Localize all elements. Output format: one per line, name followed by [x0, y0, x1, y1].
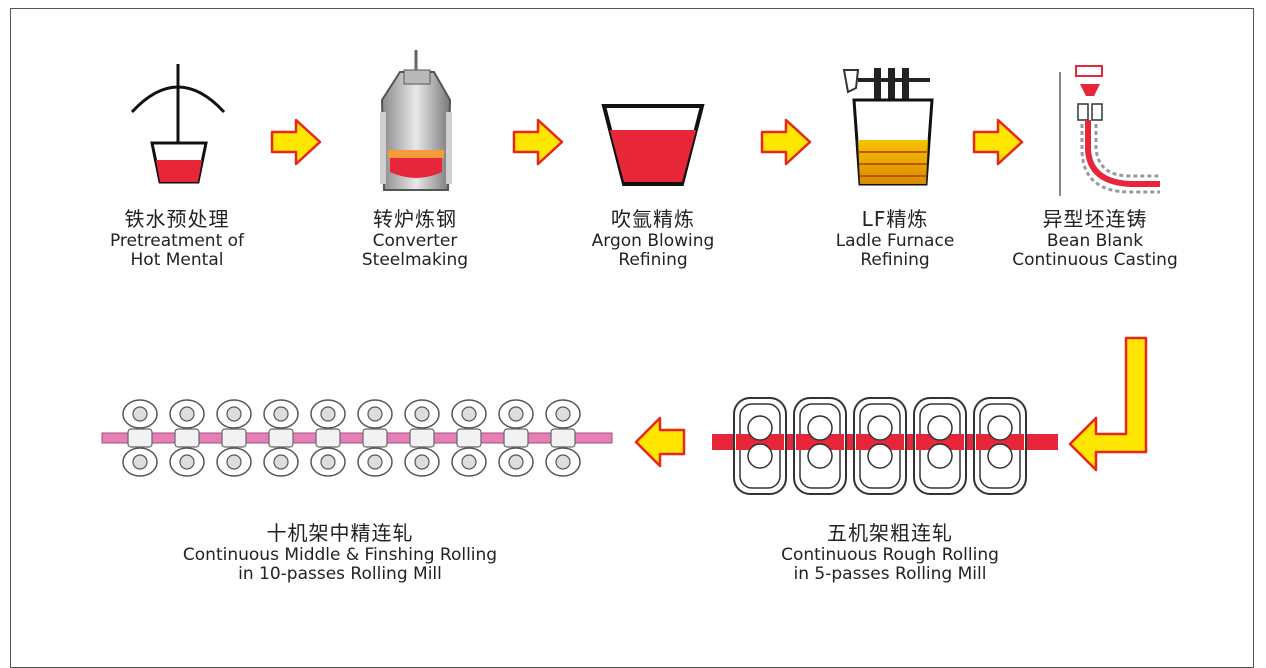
ladle-furnace-icon — [842, 68, 934, 186]
turn-arrow-icon — [1068, 336, 1148, 472]
converter-icon — [380, 50, 452, 191]
rough-stand — [733, 397, 787, 495]
step-label-rough-rolling: 五机架粗连轧 Continuous Rough Rolling in 5-pas… — [781, 521, 999, 585]
rough-rolling-mill-icon — [712, 397, 1058, 495]
finishing-stand — [216, 399, 252, 477]
finishing-stand — [545, 399, 581, 477]
step-label-pretreatment: 铁水预处理 Pretreatment of Hot Mental — [109, 207, 245, 271]
rough-stand — [793, 397, 847, 495]
finishing-stand — [310, 399, 346, 477]
rough-stand — [913, 397, 967, 495]
rough-stand — [973, 397, 1027, 495]
finishing-stand — [357, 399, 393, 477]
flow-arrow-icon — [634, 416, 686, 468]
finishing-stand — [498, 399, 534, 477]
step-label-converter: 转炉炼钢 Converter Steelmaking — [361, 207, 469, 271]
flow-arrow-icon — [270, 118, 322, 166]
continuous-caster-icon — [1059, 65, 1160, 196]
finishing-stand — [122, 399, 158, 477]
flow-arrow-icon — [972, 118, 1024, 166]
finishing-stand — [404, 399, 440, 477]
finishing-stand — [451, 399, 487, 477]
step-label-argon-refining: 吹氩精炼 Argon Blowing Refining — [591, 207, 715, 271]
flow-arrow-icon — [760, 118, 812, 166]
argon-ladle-icon — [601, 104, 705, 186]
finishing-stand — [263, 399, 299, 477]
finishing-rolling-mill-icon — [101, 399, 613, 477]
rough-stand — [853, 397, 907, 495]
step-label-continuous-casting: 异型坯连铸 Bean Blank Continuous Casting — [1012, 207, 1178, 271]
step-label-lf-refining: LF精炼 Ladle Furnace Refining — [835, 207, 955, 271]
finishing-stand — [169, 399, 205, 477]
pretreatment-icon — [130, 64, 226, 184]
step-label-finishing-rolling: 十机架中精连轧 Continuous Middle & Finshing Rol… — [182, 521, 498, 585]
flow-arrow-icon — [512, 118, 564, 166]
